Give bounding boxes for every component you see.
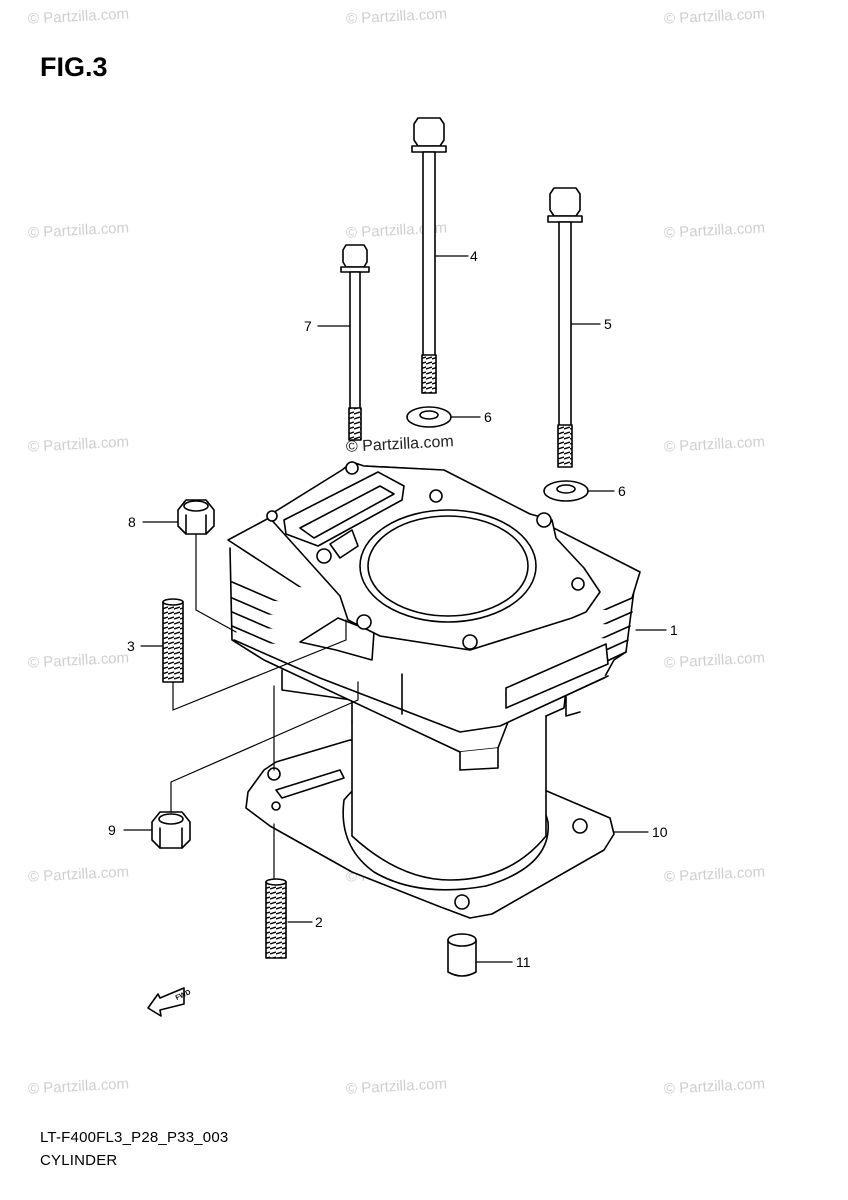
callout-3[interactable]: 3 xyxy=(127,638,135,654)
figure-title: FIG.3 xyxy=(40,52,108,82)
callout-11[interactable]: 11 xyxy=(516,954,531,970)
diagram-code: LT-F400FL3_P28_P33_003 xyxy=(40,1129,229,1146)
callout-10[interactable]: 10 xyxy=(652,824,668,840)
callout-2[interactable]: 2 xyxy=(315,914,323,930)
stud-part-2[interactable] xyxy=(265,878,287,959)
bolt-part-5[interactable] xyxy=(547,187,583,468)
bolt-part-4[interactable] xyxy=(411,117,447,394)
nut-part-9[interactable] xyxy=(151,811,191,849)
callout-8[interactable]: 8 xyxy=(128,514,136,530)
callout-7[interactable]: 7 xyxy=(304,318,312,334)
callout-5[interactable]: 5 xyxy=(604,316,612,332)
callout-1[interactable]: 1 xyxy=(670,622,678,638)
callout-4[interactable]: 4 xyxy=(470,248,478,264)
nut-part-8[interactable] xyxy=(177,499,215,535)
washer-part-6a[interactable] xyxy=(406,406,452,428)
callout-9[interactable]: 9 xyxy=(108,822,116,838)
dowel-part-11[interactable] xyxy=(447,933,477,977)
washer-part-6b[interactable] xyxy=(543,480,589,502)
diagram-name: CYLINDER xyxy=(40,1152,118,1169)
callout-6b[interactable]: 6 xyxy=(618,483,626,499)
bolt-part-7[interactable] xyxy=(340,244,370,441)
fwd-arrow-icon xyxy=(147,987,185,1017)
cylinder-part-1[interactable] xyxy=(227,461,641,881)
stud-part-3[interactable] xyxy=(162,598,184,683)
callout-6a[interactable]: 6 xyxy=(484,409,492,425)
